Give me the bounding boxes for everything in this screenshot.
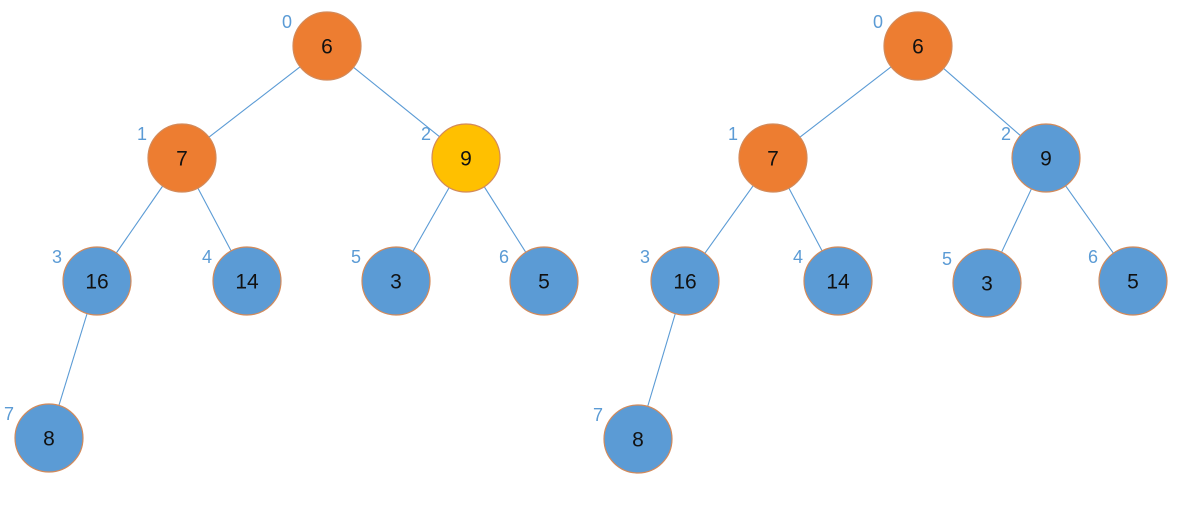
edge-1-4 (788, 187, 823, 252)
node-circle (952, 248, 1022, 318)
node-6: 56 (499, 246, 579, 316)
edge-1-4 (197, 187, 232, 252)
node-5: 35 (942, 248, 1022, 318)
edge-0-1 (799, 66, 892, 138)
node-3: 16 3 (52, 246, 132, 316)
node-4: 14 4 (202, 246, 282, 316)
node-2: 92 (1001, 123, 1081, 193)
node-value: 5 (538, 271, 550, 294)
node-value: 9 (460, 148, 472, 171)
node-index-label: 6 (1088, 247, 1098, 267)
edge-2-6 (1065, 185, 1114, 254)
node-circle (361, 246, 431, 316)
node-value: 9 (1040, 148, 1052, 171)
node-index-label: 2 (1001, 124, 1011, 144)
node-index-label: 2 (421, 124, 431, 144)
node-2: 92 (421, 123, 501, 193)
node-index-label: 3 (640, 247, 650, 267)
node-value: 6 (321, 36, 333, 59)
node-index-label: 0 (282, 12, 292, 32)
node-6: 56 (1088, 246, 1168, 316)
edge-3-7 (58, 313, 88, 406)
edge-1-3 (704, 185, 754, 254)
node-index-label: 3 (52, 247, 62, 267)
node-1: 71 (137, 123, 217, 193)
node-circle (738, 123, 808, 193)
node-value: 8 (632, 429, 644, 452)
edge-3-7 (647, 313, 676, 407)
node-0: 60 (873, 11, 953, 81)
edge-2-5 (1001, 188, 1032, 253)
node-circle (212, 246, 282, 316)
node-circle (14, 403, 84, 473)
node-4: 14 4 (793, 246, 873, 316)
node-value: 14 (826, 271, 850, 294)
node-circle (1011, 123, 1081, 193)
node-index-label: 1 (728, 124, 738, 144)
node-value: 6 (912, 36, 924, 59)
node-value: 7 (767, 148, 779, 171)
edge-2-5 (412, 187, 450, 252)
node-index-label: 4 (793, 247, 803, 267)
node-circle (803, 246, 873, 316)
edge-1-3 (115, 185, 164, 254)
node-circle (650, 246, 720, 316)
node-index-label: 6 (499, 247, 509, 267)
node-value: 3 (390, 271, 402, 294)
node-index-label: 1 (137, 124, 147, 144)
edge-0-1 (208, 66, 301, 138)
node-circle (431, 123, 501, 193)
node-value: 3 (981, 273, 993, 296)
node-0: 60 (282, 11, 362, 81)
node-value: 7 (176, 148, 188, 171)
node-circle (509, 246, 579, 316)
node-circle (62, 246, 132, 316)
node-value: 8 (43, 428, 55, 451)
node-index-label: 4 (202, 247, 212, 267)
node-7: 87 (4, 403, 84, 473)
node-1: 71 (728, 123, 808, 193)
node-index-label: 5 (351, 247, 361, 267)
node-value: 16 (673, 271, 696, 294)
edge-2-6 (483, 186, 527, 253)
node-7: 87 (593, 404, 673, 474)
node-value: 16 (85, 271, 108, 294)
node-index-label: 0 (873, 12, 883, 32)
node-value: 5 (1127, 271, 1139, 294)
node-index-label: 7 (4, 404, 14, 424)
node-value: 14 (235, 271, 259, 294)
edge-0-2 (353, 66, 440, 138)
node-circle (883, 11, 953, 81)
edge-0-2 (943, 67, 1021, 137)
node-index-label: 5 (942, 249, 952, 269)
node-5: 35 (351, 246, 431, 316)
node-circle (292, 11, 362, 81)
node-circle (147, 123, 217, 193)
node-circle (1098, 246, 1168, 316)
node-index-label: 7 (593, 405, 603, 425)
node-circle (603, 404, 673, 474)
node-3: 16 3 (640, 246, 720, 316)
